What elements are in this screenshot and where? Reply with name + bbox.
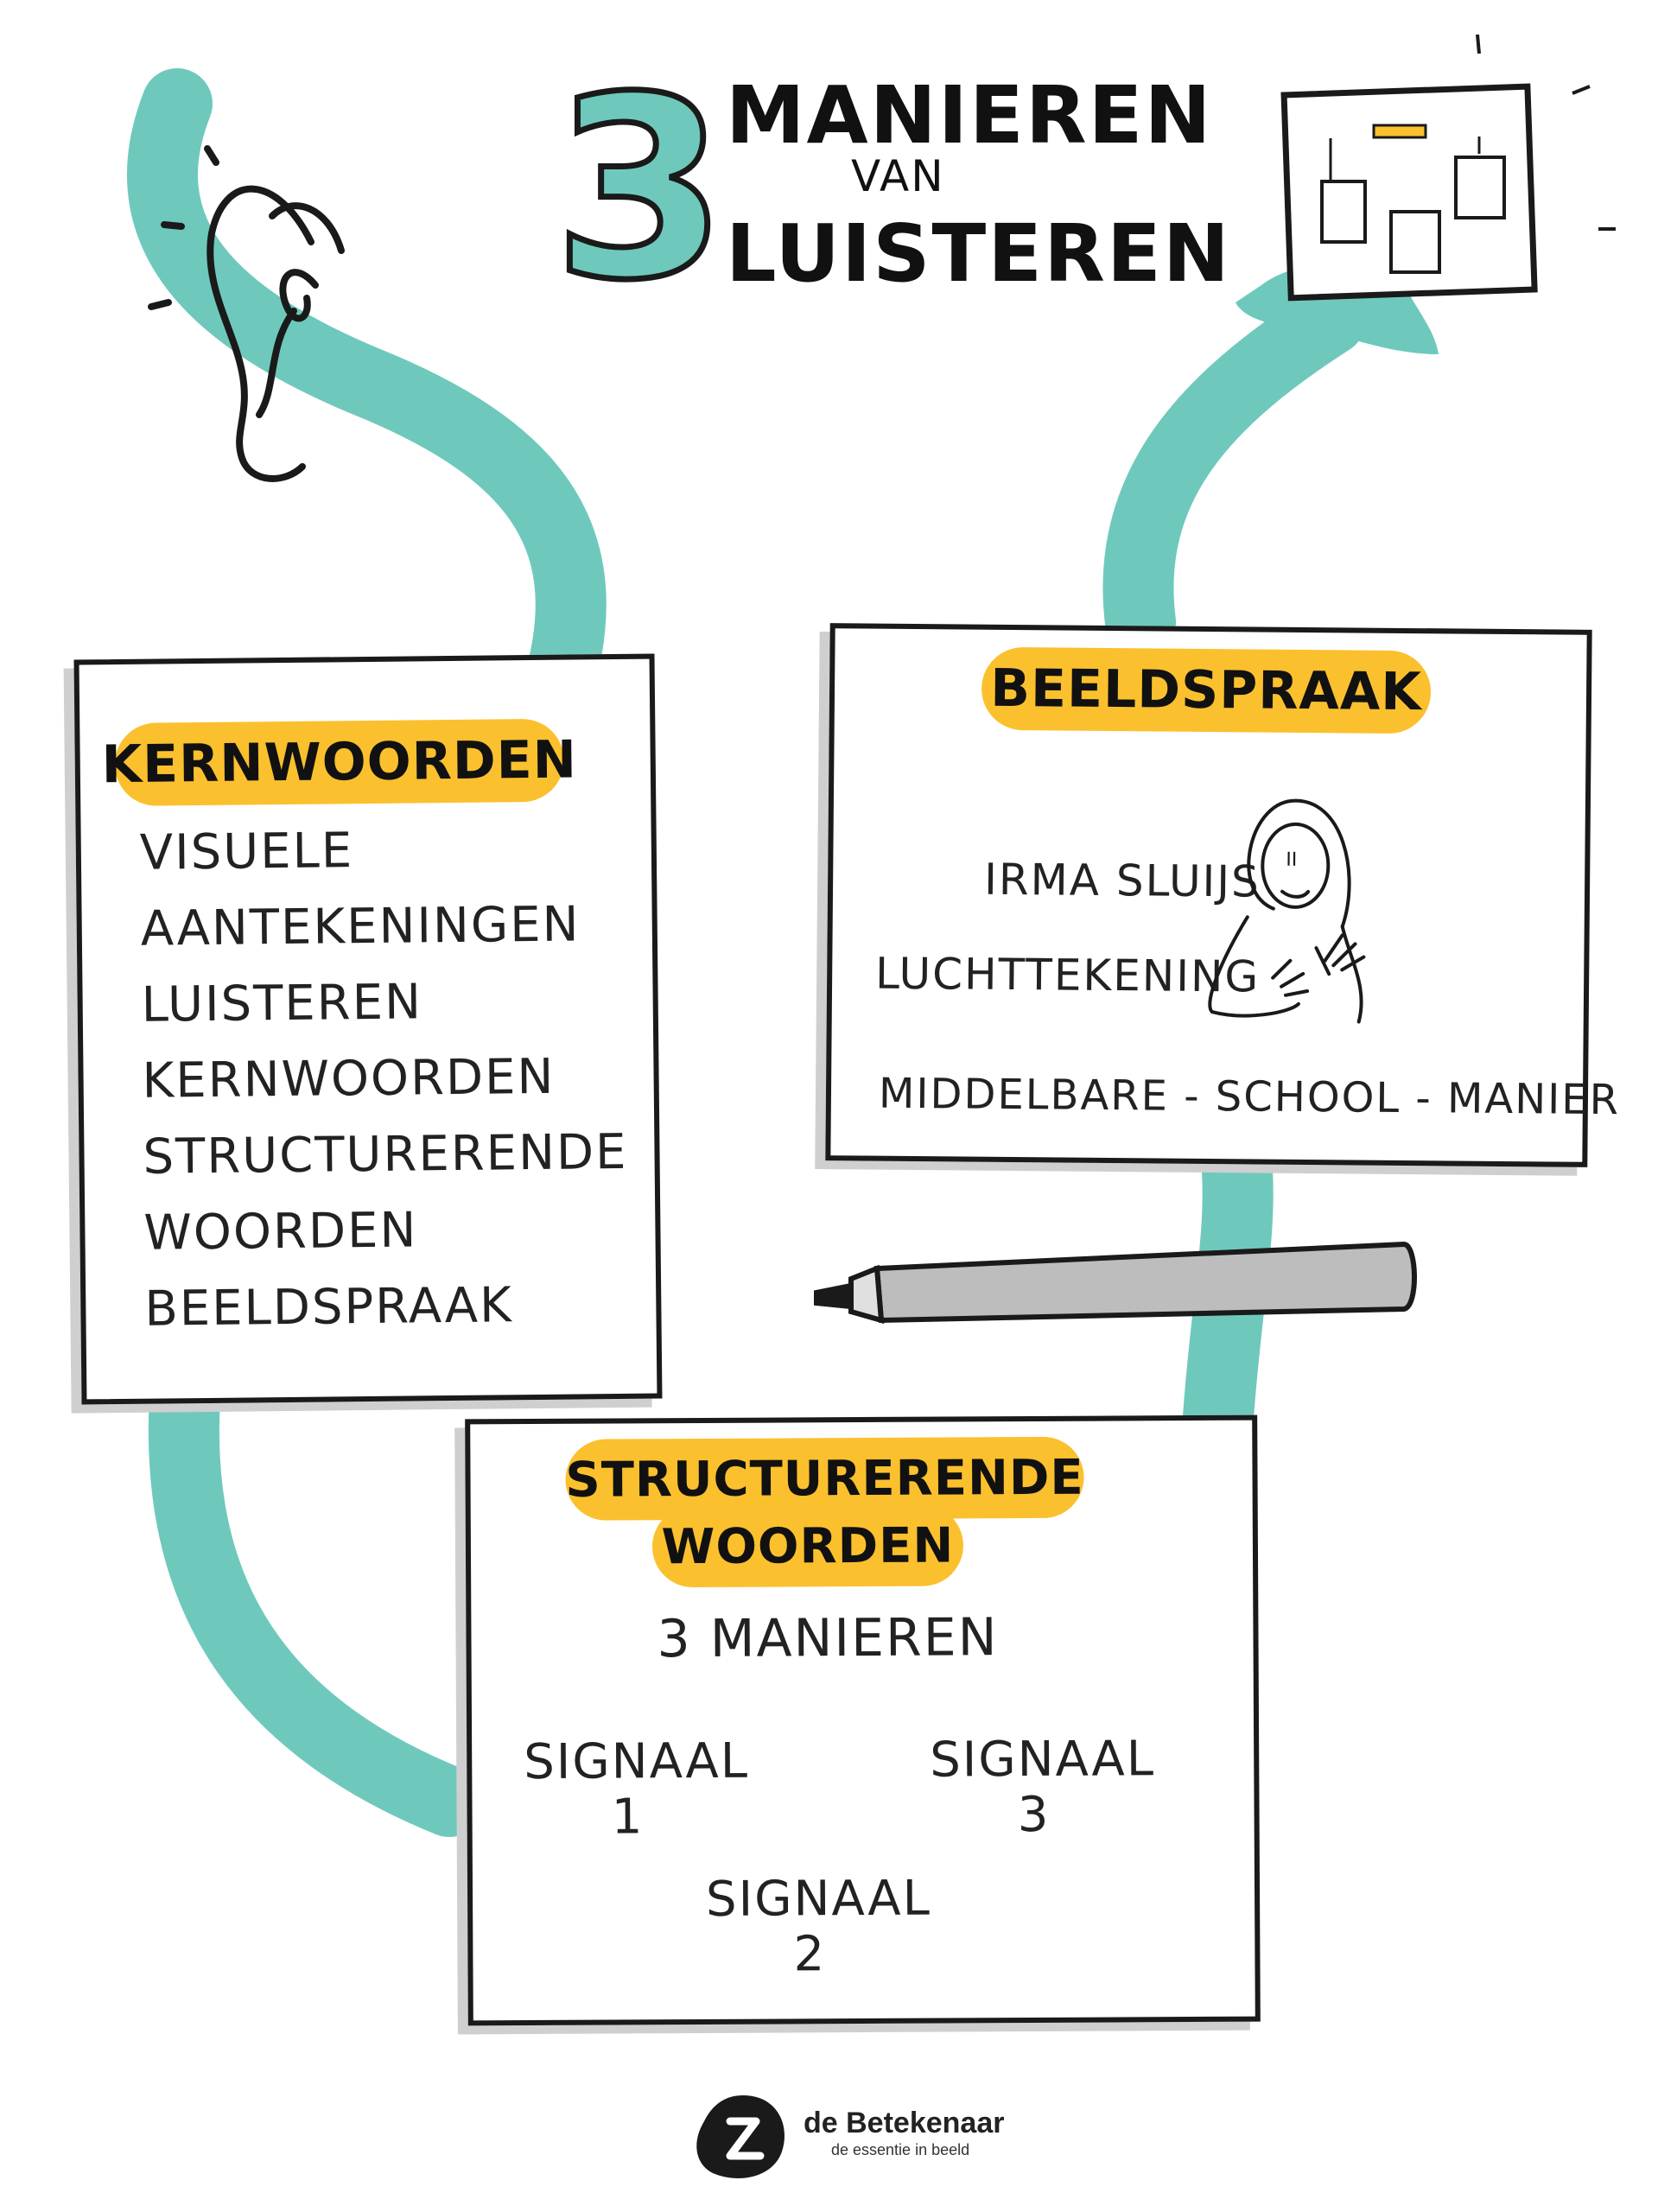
list-item: STRUCTURERENDE (143, 1123, 628, 1185)
person-badge: II (1286, 849, 1297, 871)
manieren-subtitle: 3 MANIEREN (657, 1607, 999, 1670)
signal-1: SIGNAAL 1 (524, 1732, 750, 1846)
whiteboard-icon (1280, 34, 1616, 302)
person-icon: II (1208, 798, 1366, 1024)
brand-logo: de Betekenaar de essentie in beeld (691, 2091, 1054, 2186)
title-number: 3 (550, 44, 731, 335)
title-line-1: MANIEREN (726, 69, 1213, 162)
list-item: KERNWOORDEN (142, 1048, 556, 1109)
list-item: LUISTEREN (141, 974, 423, 1033)
title-line-3: LUISTEREN (726, 207, 1231, 300)
signal-number: 1 (611, 1789, 645, 1846)
logo-name: de Betekenaar (804, 2107, 1005, 2139)
teal-path-lower (148, 1347, 485, 1837)
signal-number: 3 (1017, 1786, 1051, 1844)
list-item: VISUELE (139, 823, 354, 881)
kernwoorden-list: VISUELE AANTEKENINGEN LUISTEREN KERNWOOR… (139, 810, 629, 1348)
logo-tagline: de essentie in beeld (831, 2141, 970, 2158)
structurerende-heading-line2: WOORDEN (651, 1504, 964, 1588)
signal-3: SIGNAAL 3 (930, 1731, 1156, 1844)
marker-pen-icon (814, 1241, 1417, 1325)
ear-icon (148, 145, 345, 482)
structurerende-card: STRUCTURERENDE WOORDEN 3 MANIEREN SIGNAA… (465, 1414, 1261, 2026)
kernwoorden-heading: KERNWOORDEN (101, 718, 577, 807)
list-item: BEELDSPRAAK (144, 1277, 514, 1338)
logo-icon (696, 2095, 785, 2179)
title-line-2: VAN (851, 151, 945, 201)
beeldspraak-heading: BEELDSPRAAK (981, 646, 1432, 734)
kernwoorden-card: KERNWOORDEN VISUELE AANTEKENINGEN LUISTE… (73, 653, 663, 1405)
signal-2: SIGNAAL 2 (705, 1870, 931, 1983)
signal-label: SIGNAAL (930, 1731, 1156, 1789)
list-item: WOORDEN (143, 1202, 418, 1262)
list-item: AANTEKENINGEN (140, 896, 581, 957)
signal-number: 2 (793, 1926, 827, 1983)
method-text: MIDDELBARE - SCHOOL - MANIER (878, 1069, 1621, 1125)
signal-label: SIGNAAL (705, 1870, 931, 1928)
signal-label: SIGNAAL (524, 1732, 750, 1791)
teal-path (127, 68, 607, 813)
page-title: 3 MANIEREN VAN LUISTEREN (550, 44, 1229, 335)
beeldspraak-card: BEELDSPRAAK IRMA SLUIJS LUCHTTEKENING MI… (825, 623, 1620, 1167)
